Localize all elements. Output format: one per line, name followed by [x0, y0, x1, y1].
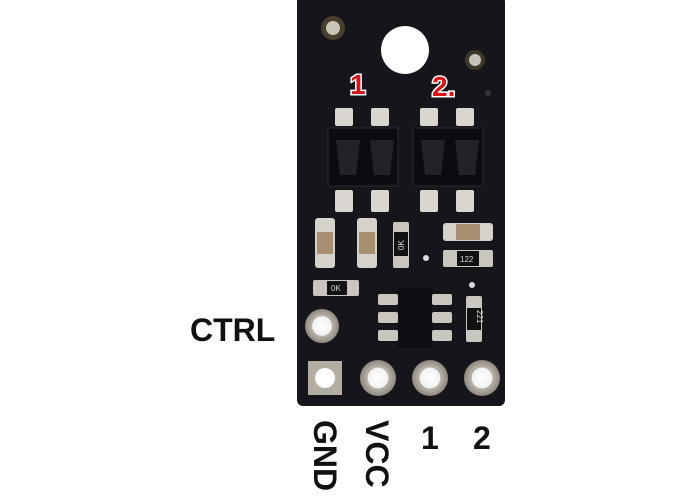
channel-label-1: 1 — [350, 69, 366, 100]
pin-label-ctrl: CTRL — [190, 312, 275, 348]
pad-ctrl[interactable] — [305, 309, 339, 343]
pin-label-2: 2 — [473, 420, 491, 456]
pad-gnd-hole — [315, 368, 335, 388]
mounting-hole-pad — [326, 21, 340, 35]
sensor-array — [327, 108, 484, 212]
pcb — [297, 0, 505, 406]
pin-label-vcc: VCC — [359, 420, 395, 488]
pad-out-1[interactable] — [412, 360, 448, 396]
resistor-marking: 0K — [331, 284, 341, 293]
pin-label-1: 1 — [421, 420, 439, 456]
resistor-marking: 122 — [460, 255, 474, 264]
pad-out-2[interactable] — [464, 360, 500, 396]
ic-chip — [378, 288, 452, 348]
mounting-hole-large — [381, 26, 429, 74]
pin-label-gnd: GND — [307, 420, 343, 491]
passive-components: 0K 122 0K 221 — [313, 218, 493, 342]
pad-vcc[interactable] — [360, 360, 396, 396]
via — [485, 90, 491, 96]
resistor-marking: 221 — [475, 310, 484, 324]
resistor-marking: 0K — [397, 240, 406, 250]
channel-label-2: 2. — [432, 71, 455, 102]
mounting-hole-pad — [469, 54, 481, 66]
